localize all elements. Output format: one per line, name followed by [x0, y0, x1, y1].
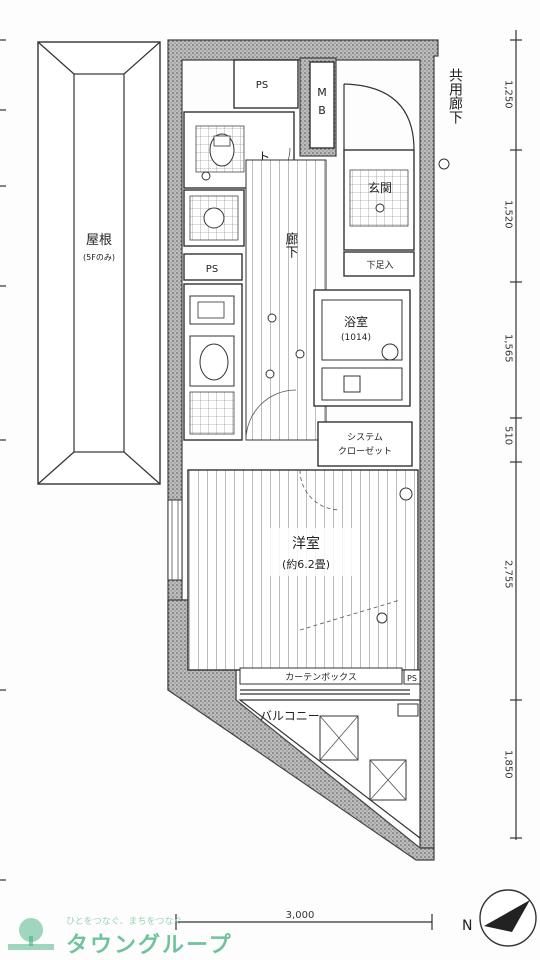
- ps-mid-label: PS: [206, 264, 218, 275]
- compass-label: N: [462, 918, 472, 934]
- laundry-area: [183, 189, 245, 247]
- balcony-label: バルコニー: [260, 709, 320, 723]
- shared-corridor: 共用廊下: [438, 68, 463, 170]
- curtain-box: カーテンボックス PS: [239, 667, 421, 685]
- entrance: 玄関 下足入: [343, 83, 415, 277]
- entrance-label: 玄関: [368, 180, 392, 195]
- dim-4: 510: [503, 426, 514, 445]
- compass: N: [462, 889, 537, 947]
- dim-width: 3,000: [286, 910, 315, 921]
- sliding-doors: [240, 689, 410, 695]
- dim-6: 1,850: [503, 750, 514, 779]
- tree-house-icon: [8, 918, 54, 950]
- brand-tagline: ひとをつなぐ、まちをつなぐ: [66, 917, 183, 927]
- bath-label: 浴室: [344, 314, 368, 329]
- closet-label-1: システム: [347, 432, 383, 443]
- roof: 屋根 (5Fのみ): [37, 41, 161, 485]
- western-room-size: (約6.2畳): [282, 557, 330, 571]
- ps-mid: PS: [183, 253, 243, 281]
- mb-label-b: B: [318, 104, 326, 117]
- roof-label: 屋根: [86, 233, 112, 248]
- western-room-label: 洋室: [292, 535, 320, 552]
- hallway-label: 廊下: [283, 231, 299, 258]
- western-room: 洋室 (約6.2畳): [187, 469, 419, 671]
- hallway: 廊下: [245, 159, 327, 441]
- mb-label-m: M: [317, 86, 327, 99]
- curtain-box-label: カーテンボックス: [285, 672, 357, 683]
- compass-arrow-icon: [484, 900, 530, 932]
- dimension-bottom: 3,000: [175, 910, 433, 930]
- closet-label-2: クローゼット: [338, 445, 392, 457]
- roof-note: (5Fのみ): [83, 253, 115, 262]
- meter-box: M B: [309, 61, 335, 149]
- balcony: バルコニー: [238, 699, 421, 840]
- dimension-right: 1,250 1,520 1,565 510 2,755 1,850: [503, 30, 522, 840]
- dim-3: 1,565: [503, 334, 514, 363]
- dim-1: 1,250: [503, 80, 514, 109]
- system-closet: システム クローゼット: [317, 421, 413, 467]
- shared-corridor-label: 共用廊下: [447, 68, 463, 124]
- bathroom: 浴室 (1014): [313, 289, 411, 407]
- shoe-box-label: 下足入: [366, 260, 393, 271]
- brand-name: タウングループ: [66, 933, 233, 958]
- dim-2: 1,520: [503, 200, 514, 229]
- bath-size: (1014): [341, 333, 371, 343]
- brand-watermark: ひとをつなぐ、まちをつなぐ タウングループ: [6, 912, 236, 958]
- ps-balcony-label: PS: [407, 674, 417, 683]
- ps-top: PS: [233, 59, 299, 109]
- dim-5: 2,755: [503, 560, 514, 589]
- washroom: [183, 283, 243, 441]
- left-ticks: [0, 39, 6, 881]
- ps-top-label: PS: [256, 80, 268, 91]
